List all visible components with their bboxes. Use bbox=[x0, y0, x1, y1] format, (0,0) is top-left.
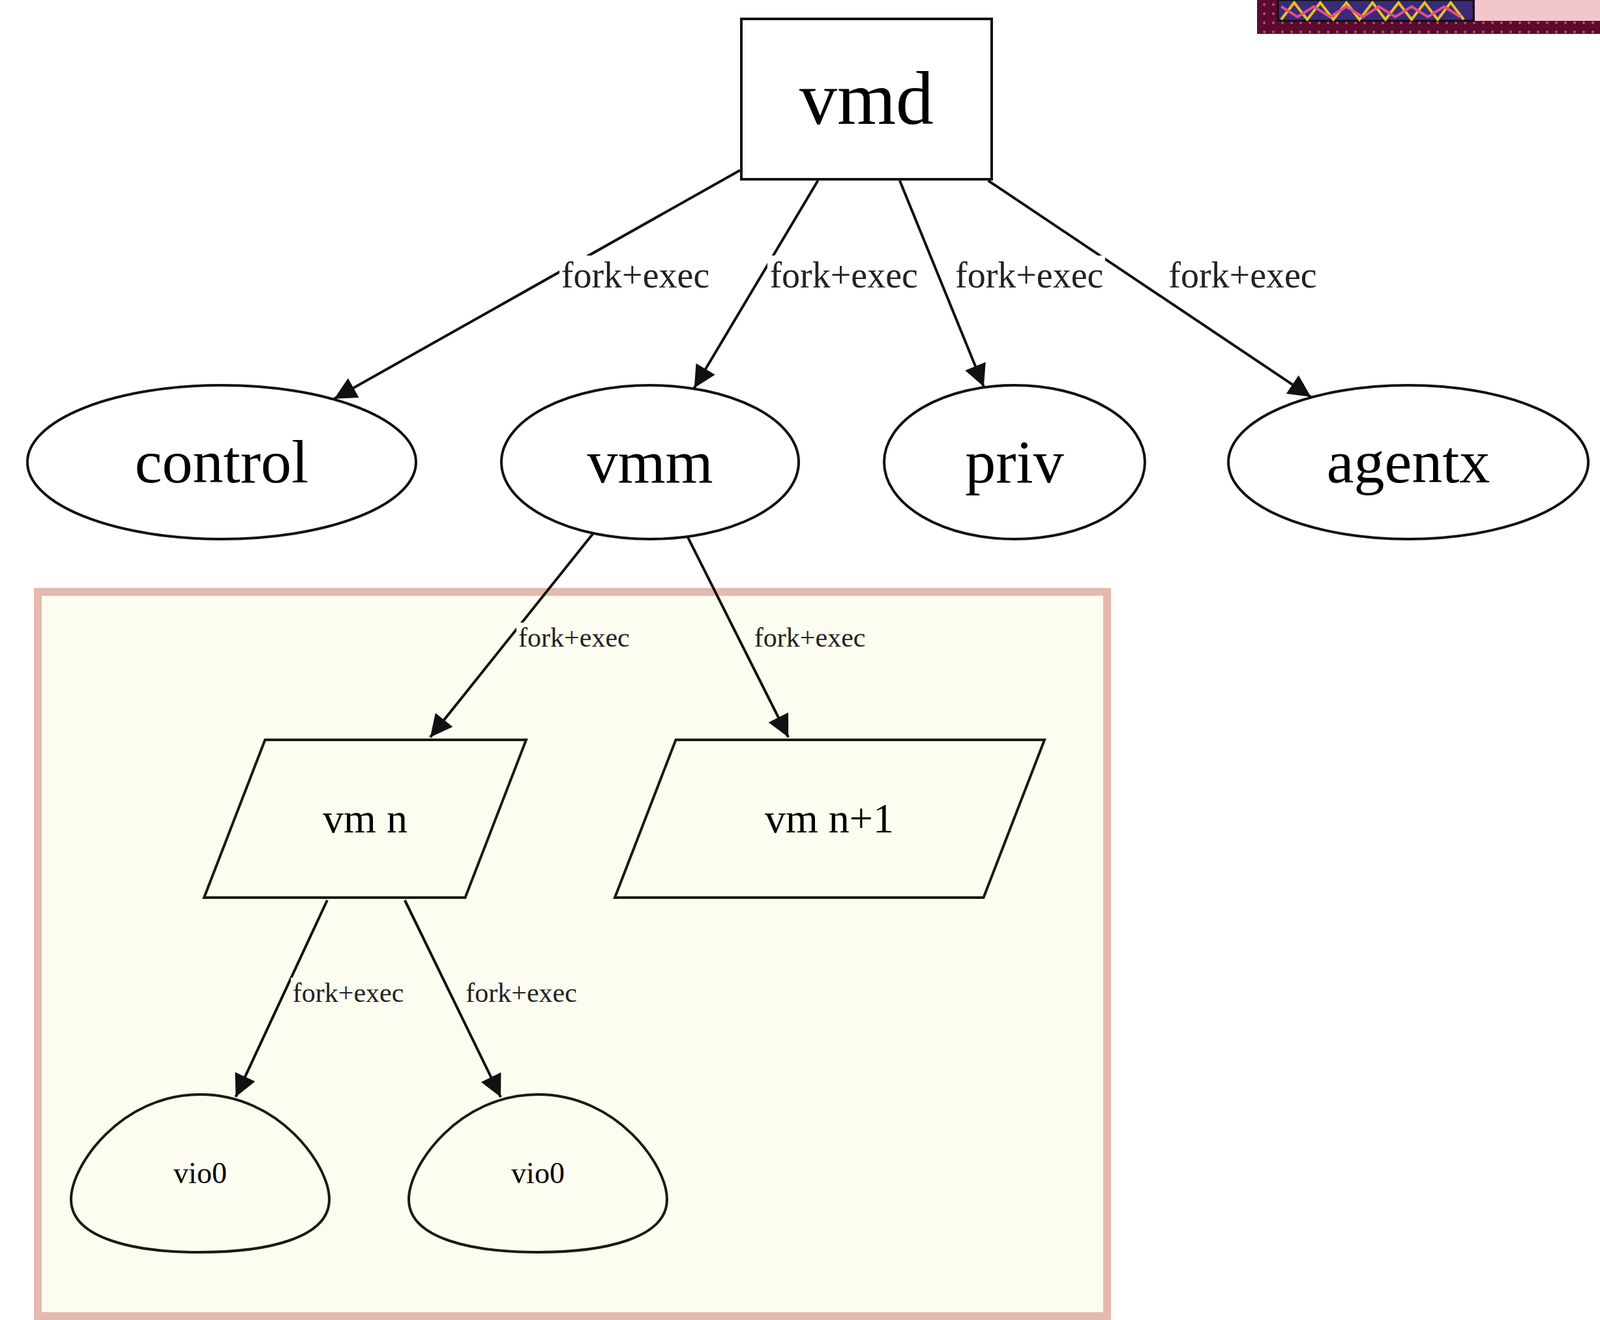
edge-label: fork+exec bbox=[516, 622, 632, 653]
process-ellipse: control bbox=[24, 382, 419, 542]
node-label: vmd bbox=[799, 57, 934, 141]
vm-parallelogram: vm n+1 bbox=[612, 737, 1048, 901]
node-label: vio0 bbox=[173, 1157, 227, 1191]
node-label: vm n bbox=[322, 796, 408, 842]
node-label: priv bbox=[964, 428, 1064, 496]
edge-label: fork+exec bbox=[1166, 255, 1319, 297]
edge-label: fork+exec bbox=[953, 255, 1106, 297]
device-egg: vio0 bbox=[68, 1092, 332, 1256]
device-egg: vio0 bbox=[406, 1092, 670, 1256]
node-label: vio0 bbox=[511, 1157, 565, 1191]
process-ellipse: agentx bbox=[1225, 382, 1591, 542]
fork-arrow bbox=[334, 170, 741, 400]
vm-parallelogram: vm n bbox=[201, 737, 529, 901]
cluster-region bbox=[37, 592, 1108, 1317]
edge-label: fork+exec bbox=[559, 255, 712, 297]
edge-label: fork+exec bbox=[752, 622, 868, 653]
node-label: vm n+1 bbox=[764, 796, 894, 842]
edge-label: fork+exec bbox=[463, 977, 579, 1008]
node-label: vmm bbox=[586, 428, 713, 496]
corner-image bbox=[1257, 0, 1600, 34]
process-box: vmd bbox=[740, 17, 993, 181]
edge-label: fork+exec bbox=[290, 977, 407, 1008]
process-ellipse: vmm bbox=[498, 382, 802, 542]
process-ellipse: priv bbox=[881, 382, 1148, 542]
node-label: control bbox=[134, 428, 309, 496]
edge-label: fork+exec bbox=[767, 255, 920, 297]
node-label: agentx bbox=[1326, 428, 1491, 496]
